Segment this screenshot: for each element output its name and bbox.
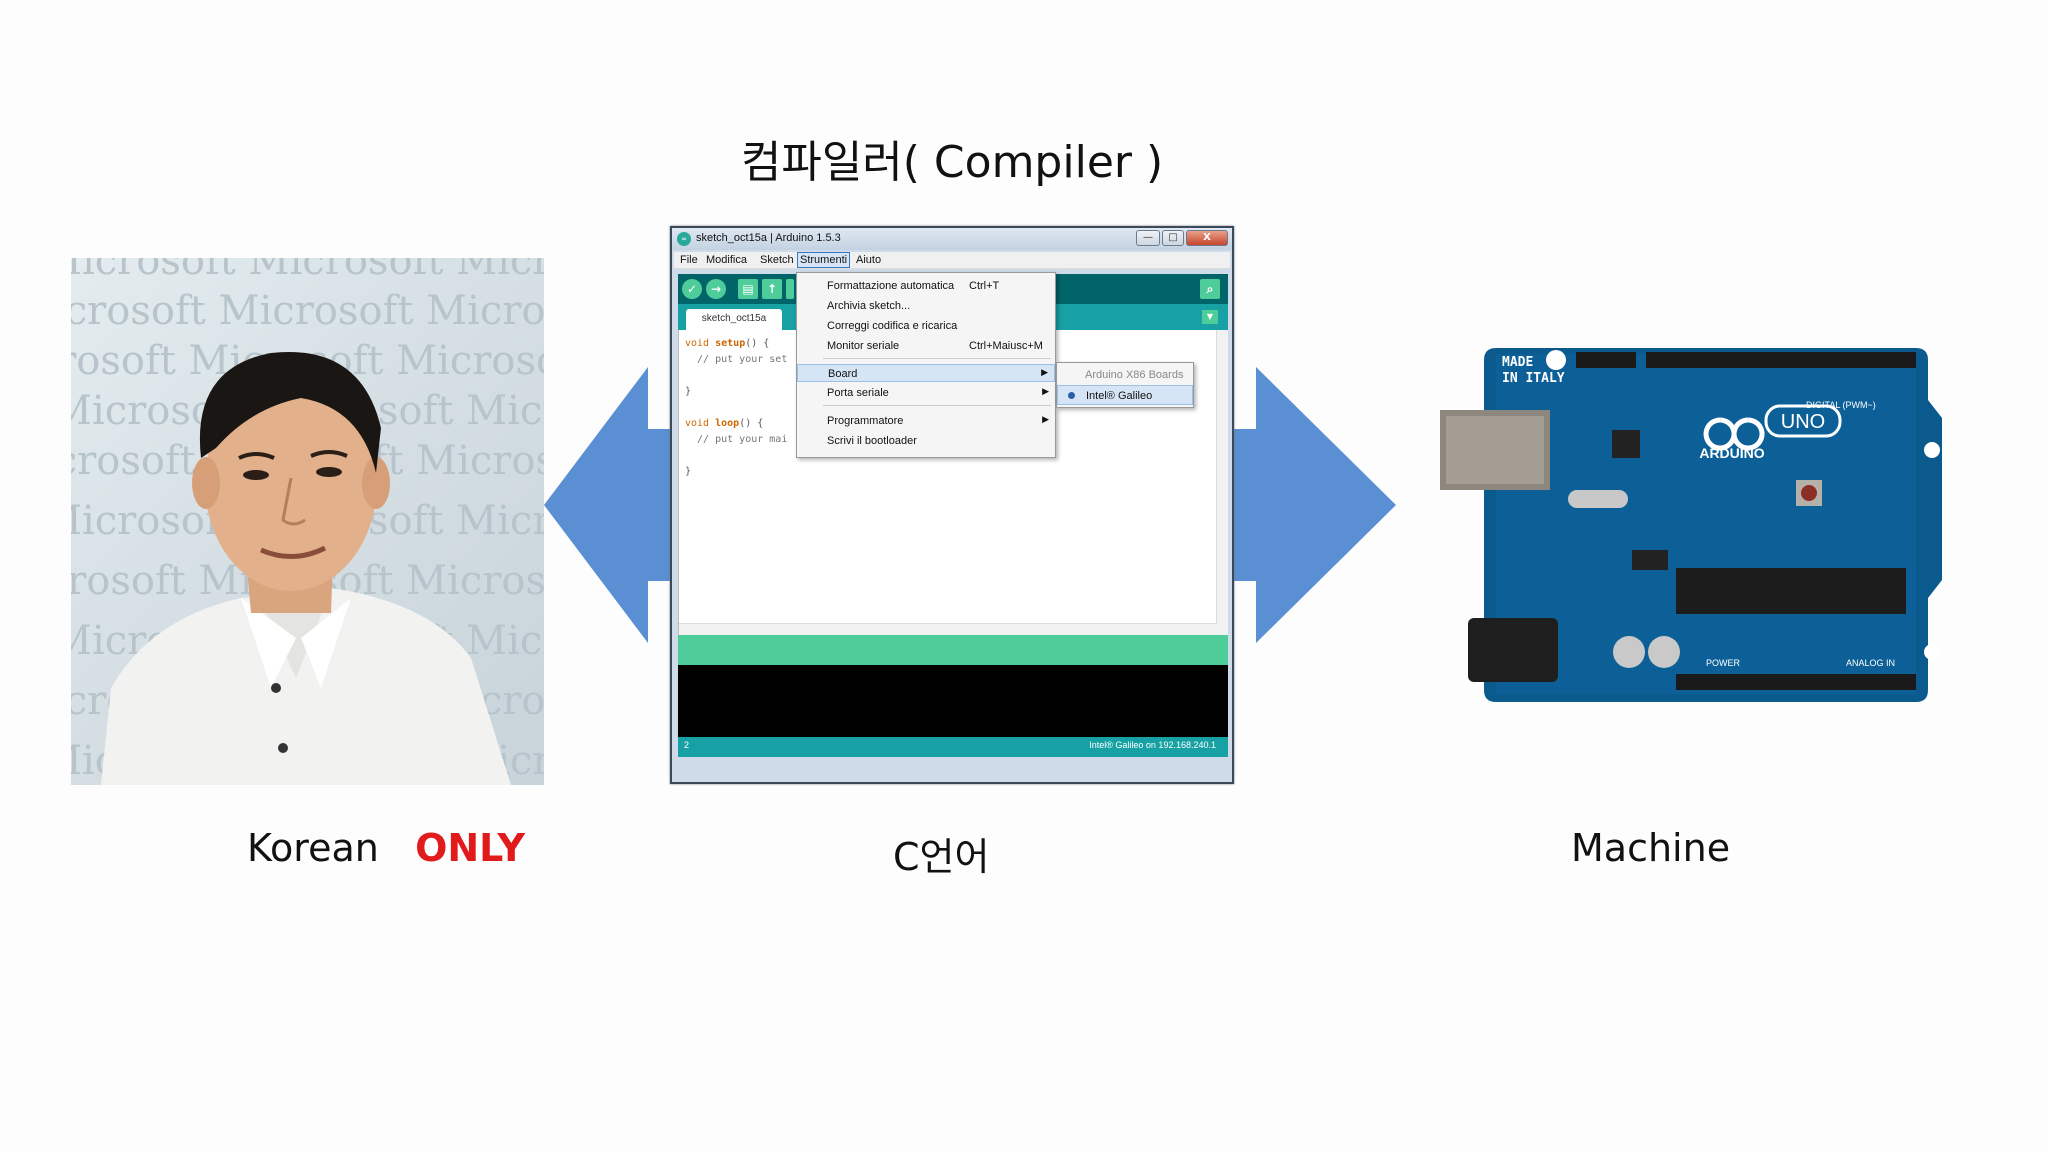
menu-file[interactable]: File — [680, 254, 698, 266]
save-sketch-icon[interactable] — [786, 279, 794, 299]
submenu-arrow-icon: ▶ — [1042, 414, 1049, 424]
new-sketch-icon[interactable]: ▤ — [738, 279, 758, 299]
submenu-header: Arduino X86 Boards — [1085, 369, 1184, 381]
board-option-galileo[interactable]: Intel® Galileo — [1057, 385, 1193, 405]
caption-machine: Machine — [1571, 826, 1731, 870]
caption-korean: Korean — [247, 826, 379, 870]
menu-bar: File Modifica Sketch Strumenti Aiuto — [674, 252, 1230, 269]
svg-text:IN ITALY: IN ITALY — [1502, 371, 1565, 386]
serial-monitor-icon[interactable]: ⌕ — [1200, 279, 1220, 299]
right-arrow-icon — [1234, 367, 1396, 643]
tab-sketch[interactable]: sketch_oct15a — [686, 309, 782, 330]
code-line: // put your set — [685, 354, 788, 365]
photo-watermark: Microsoft Microsoft Microsoft Microsoft — [71, 258, 544, 284]
status-bar — [678, 635, 1228, 665]
submenu-arrow-icon: ▶ — [1042, 386, 1049, 396]
menu-item-programmatore[interactable]: Programmatore▶ — [827, 414, 1049, 427]
slide-title: 컴파일러( Compiler ) — [740, 137, 1164, 188]
menu-aiuto[interactable]: Aiuto — [856, 254, 882, 266]
footer-bar: 2 Intel® Galileo on 192.168.240.1 — [678, 737, 1228, 757]
svg-text:ARDUINO: ARDUINO — [1699, 445, 1764, 461]
console-output — [678, 665, 1228, 737]
photo-watermark: Microsoft Microsoft Microsoft Microsoft — [71, 288, 544, 334]
menu-item-porta-seriale[interactable]: Porta seriale▶ — [827, 386, 1049, 399]
menu-modifica[interactable]: Modifica — [706, 254, 747, 266]
code-line: // put your mai — [685, 434, 788, 445]
caption-c-language: C언어 — [893, 835, 990, 879]
horizontal-scrollbar[interactable] — [679, 623, 1217, 635]
vertical-scrollbar[interactable] — [1216, 330, 1228, 635]
menu-strumenti[interactable]: Strumenti — [797, 252, 851, 268]
menu-item-bootloader[interactable]: Scrivi il bootloader — [827, 435, 917, 447]
minimize-button[interactable]: — — [1136, 230, 1160, 246]
left-arrow-icon — [544, 367, 674, 643]
window-title: sketch_oct15a | Arduino 1.5.3 — [696, 232, 841, 244]
code-line: } — [685, 466, 692, 477]
caption-only: ONLY — [415, 826, 525, 870]
maximize-button[interactable]: □ — [1162, 230, 1184, 246]
arduino-ide-window: ∞ sketch_oct15a | Arduino 1.5.3 — □ X Fi… — [670, 226, 1234, 784]
radio-selected-icon — [1068, 392, 1075, 399]
verify-icon[interactable]: ✓ — [682, 279, 702, 299]
close-button[interactable]: X — [1186, 230, 1228, 246]
caption-korean-only: Korean ONLY — [247, 826, 525, 870]
line-number: 2 — [684, 740, 690, 750]
svg-text:UNO: UNO — [1781, 411, 1825, 433]
menu-item-archivia[interactable]: Archivia sketch... — [827, 300, 911, 312]
person-figure — [101, 351, 511, 785]
menu-divider — [823, 405, 1051, 406]
arduino-uno-board-image: UNO ARDUINO MADE IN ITALY DIGITAL (PWM~)… — [1440, 348, 1942, 702]
svg-text:POWER: POWER — [1706, 658, 1741, 668]
code-line: void setup() { — [685, 338, 770, 349]
menu-divider — [823, 358, 1051, 359]
code-line: void loop() { — [685, 418, 764, 429]
code-line: } — [685, 386, 692, 397]
svg-text:DIGITAL (PWM~): DIGITAL (PWM~) — [1806, 400, 1876, 410]
open-sketch-icon[interactable]: ↑ — [762, 279, 782, 299]
svg-text:MADE: MADE — [1502, 355, 1533, 370]
menu-sketch[interactable]: Sketch — [760, 254, 794, 266]
person-photo: Microsoft Microsoft Microsoft Microsoft … — [71, 258, 544, 785]
menu-item-correggi[interactable]: Correggi codifica e ricarica — [827, 320, 958, 332]
submenu-arrow-icon: ▶ — [1041, 367, 1048, 377]
arduino-app-icon: ∞ — [677, 232, 691, 246]
upload-icon[interactable]: → — [706, 279, 726, 299]
svg-text:ANALOG IN: ANALOG IN — [1846, 658, 1895, 668]
menu-item-board[interactable]: Board▶ — [797, 364, 1055, 382]
board-port-info: Intel® Galileo on 192.168.240.1 — [1089, 740, 1216, 750]
tab-dropdown-icon[interactable]: ▼ — [1202, 310, 1218, 324]
board-submenu: Arduino X86 Boards Intel® Galileo — [1056, 362, 1194, 408]
window-titlebar: ∞ sketch_oct15a | Arduino 1.5.3 — □ X — [672, 228, 1232, 250]
